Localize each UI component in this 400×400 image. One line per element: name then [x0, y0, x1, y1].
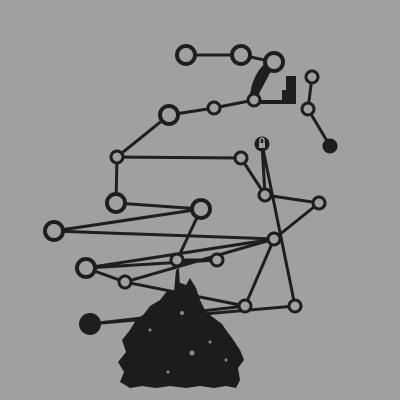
ring-node[interactable]	[175, 44, 197, 66]
node-circle	[117, 274, 133, 290]
ring-node[interactable]	[287, 298, 303, 314]
blob-speck	[148, 328, 152, 332]
ring-node[interactable]	[43, 220, 65, 242]
node-circle	[230, 44, 252, 66]
ring-node[interactable]	[190, 198, 212, 220]
ring-node[interactable]	[75, 257, 97, 279]
node-circle	[169, 252, 185, 268]
node-circle	[206, 100, 222, 116]
graph-edge	[243, 237, 276, 308]
node-layer	[43, 44, 338, 335]
ink-blob-spire	[174, 268, 180, 292]
graph-edge	[123, 237, 276, 284]
node-circle	[237, 298, 253, 314]
node-circle	[266, 231, 282, 247]
ring-node[interactable]	[304, 69, 320, 85]
blob-speck	[224, 358, 228, 362]
ring-node[interactable]	[266, 231, 282, 247]
node-circle	[209, 252, 225, 268]
node-circle	[287, 298, 303, 314]
connector-bracket	[250, 76, 296, 104]
ring-node[interactable]	[109, 149, 125, 165]
node-circle	[190, 198, 212, 220]
graph-edge	[115, 155, 243, 160]
ring-node[interactable]	[300, 101, 316, 117]
ring-node[interactable]	[311, 195, 327, 211]
ring-node[interactable]	[263, 51, 285, 73]
node-circle	[304, 69, 320, 85]
graph-edge	[114, 201, 203, 211]
ring-node[interactable]	[158, 104, 180, 126]
node-circle	[109, 149, 125, 165]
filled-node[interactable]	[79, 313, 101, 335]
blob-cluster	[118, 268, 244, 388]
blob-speck	[180, 311, 184, 315]
ring-node[interactable]	[257, 187, 273, 203]
ring-node[interactable]	[230, 44, 252, 66]
filled-node[interactable]	[322, 138, 338, 154]
blob-speck	[208, 340, 212, 344]
node-circle	[300, 101, 316, 117]
node-circle	[322, 138, 338, 154]
graph-edge	[115, 113, 171, 159]
ring-node[interactable]	[117, 274, 133, 290]
ink-blob	[118, 278, 244, 388]
graph-edge	[272, 201, 321, 241]
node-circle	[263, 51, 285, 73]
node-circle	[246, 92, 262, 108]
node-circle	[79, 313, 101, 335]
node-circle	[158, 104, 180, 126]
ring-node[interactable]	[233, 150, 249, 166]
graph-edge	[52, 207, 203, 233]
blob-speck	[189, 350, 195, 356]
graph-edge	[52, 229, 276, 241]
ring-node[interactable]	[105, 192, 127, 214]
node-circle	[75, 257, 97, 279]
lock-shackle-icon	[259, 137, 265, 143]
node-circle	[175, 44, 197, 66]
lock-icon	[259, 143, 265, 148]
node-circle	[311, 195, 327, 211]
node-circle	[43, 220, 65, 242]
ring-node[interactable]	[209, 252, 225, 268]
blob-speck	[166, 370, 170, 374]
node-circle	[233, 150, 249, 166]
ring-node[interactable]	[246, 92, 262, 108]
lock-node[interactable]	[254, 136, 270, 152]
ring-node[interactable]	[169, 252, 185, 268]
ring-node[interactable]	[237, 298, 253, 314]
node-circle	[105, 192, 127, 214]
graph-edge	[260, 142, 297, 308]
ring-node[interactable]	[206, 100, 222, 116]
node-circle	[257, 187, 273, 203]
